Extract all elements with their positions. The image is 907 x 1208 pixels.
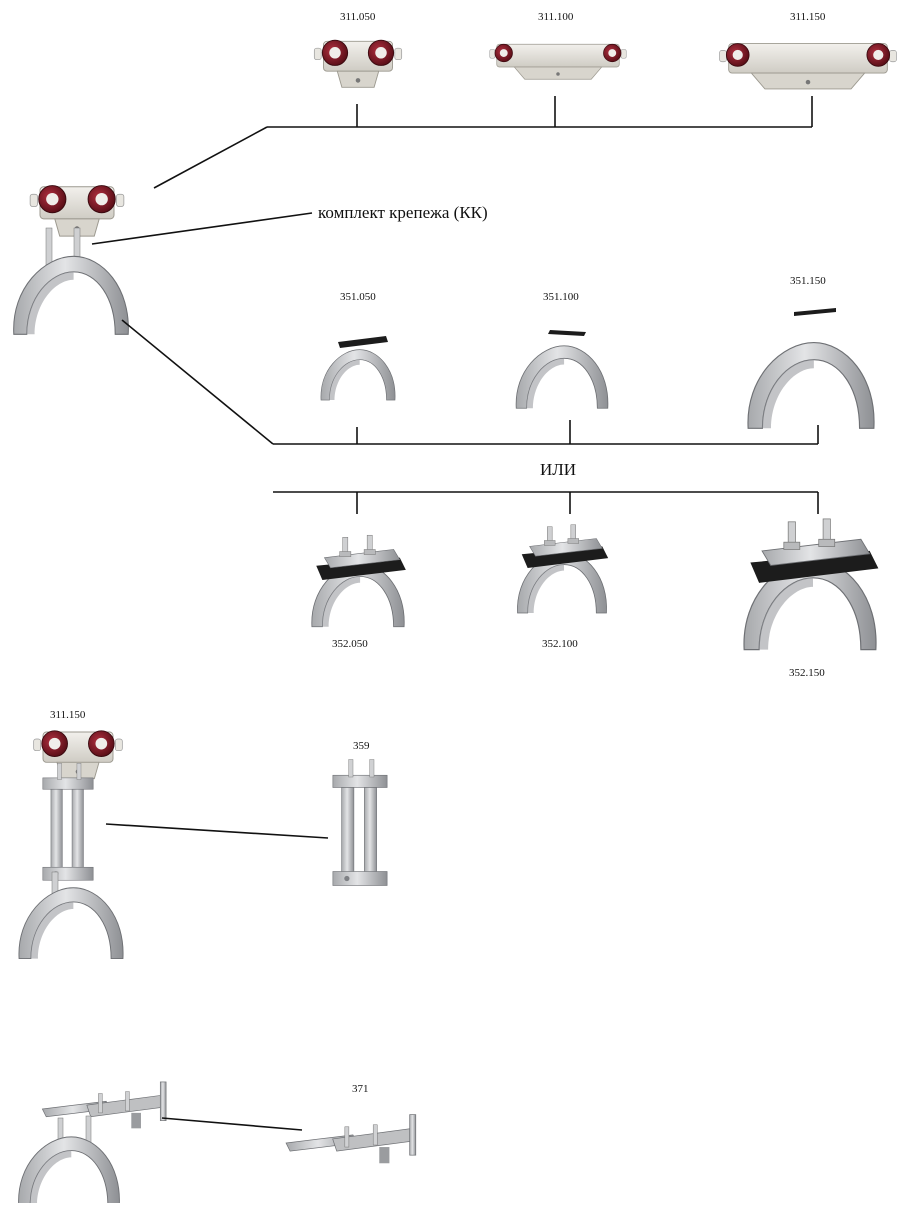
label-trolley-311-050: 311.050 bbox=[340, 11, 376, 23]
label-clamp-351-100: 351.100 bbox=[543, 291, 579, 303]
mounting-kit-leader bbox=[91, 212, 313, 245]
top-connector-lines bbox=[153, 96, 813, 189]
rail-clamp-352-150-image bbox=[744, 519, 878, 650]
label-rail-clamp-352-100: 352.100 bbox=[542, 638, 578, 650]
assembled-trolley-image bbox=[13, 184, 130, 335]
label-bracket-359: 359 bbox=[353, 740, 370, 752]
label-mounting-kit: комплект крепежа (КК) bbox=[318, 203, 488, 222]
label-trolley-311-150: 311.150 bbox=[790, 11, 826, 23]
label-trolley-311-150-b: 311.150 bbox=[50, 709, 86, 721]
label-clamp-351-150: 351.150 bbox=[790, 275, 826, 287]
trolley-with-hanger-image bbox=[18, 730, 124, 960]
trolley-311-050-image bbox=[313, 39, 403, 88]
middle-connector-lines bbox=[121, 319, 819, 445]
clamp-with-bracket-image bbox=[17, 1081, 167, 1207]
trolley-311-100-image bbox=[489, 43, 627, 80]
label-rail-clamp-352-050: 352.050 bbox=[332, 638, 368, 650]
bracket-371-image bbox=[285, 1114, 417, 1164]
rail-clamp-352-100-image bbox=[517, 525, 608, 613]
clamp-351-100-image bbox=[515, 330, 609, 409]
bracket-359-image bbox=[332, 758, 388, 887]
or-connector-lines bbox=[273, 491, 819, 514]
label-or: ИЛИ bbox=[540, 460, 577, 479]
clamp-351-050-image bbox=[320, 336, 396, 401]
bracket-371-leader bbox=[161, 1117, 303, 1131]
label-bracket-371: 371 bbox=[352, 1083, 369, 1095]
rail-clamp-352-050-image bbox=[312, 535, 406, 627]
label-trolley-311-100: 311.100 bbox=[538, 11, 574, 23]
label-clamp-351-050: 351.050 bbox=[340, 291, 376, 303]
hanger-leader bbox=[105, 823, 329, 839]
label-rail-clamp-352-150: 352.150 bbox=[789, 667, 825, 679]
clamp-351-150-image bbox=[747, 308, 875, 430]
trolley-311-150-image bbox=[719, 43, 897, 90]
